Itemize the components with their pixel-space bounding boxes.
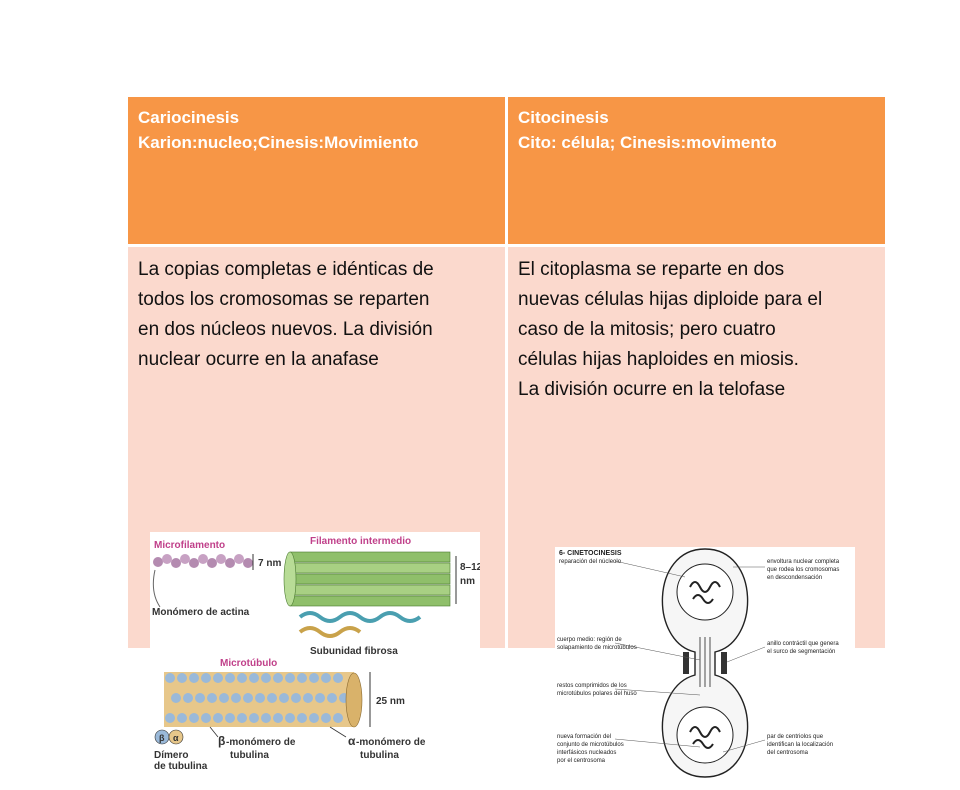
contractile-ring-left <box>683 652 689 674</box>
label-restos-1: restos comprimidos de los <box>557 683 627 689</box>
label-microtubulo: Microtúbulo <box>220 658 277 669</box>
cytokinesis-illustration: 6- CINETOCINESIS reparación del núcleolo <box>555 547 855 780</box>
body-right-line: El citoplasma se reparte en dos <box>518 259 785 280</box>
cytokinesis-figure: 6- CINETOCINESIS reparación del núcleolo <box>555 547 855 780</box>
dimer-alpha-symbol: α <box>173 733 179 743</box>
lower-nucleus <box>676 706 734 764</box>
label-8-12-unit: nm <box>460 576 475 587</box>
beta-symbol: β <box>218 734 225 748</box>
body-left-line: en dos núcleos nuevos. La división <box>138 319 433 340</box>
label-cuerpo-2: solapamiento de microtúbulos <box>557 645 637 651</box>
header-citocinesis: Citocinesis Cito: célula; Cinesis:movime… <box>508 97 885 244</box>
label-alpha-monomero: -monómero de <box>356 737 426 748</box>
cytoskeleton-figure: Microfilamento Monómero de actina 7 nm F… <box>150 532 483 772</box>
body-right-line: células hijas haploides en miosis. <box>518 349 799 370</box>
label-nueva-4: por el centrosoma <box>557 758 606 764</box>
header-cariocinesis-title: Cariocinesis <box>138 108 240 127</box>
header-citocinesis-etymology: Cito: célula; Cinesis:movimento <box>518 133 777 152</box>
header-citocinesis-title: Citocinesis <box>518 108 609 127</box>
label-filamento-intermedio: Filamento intermedio <box>310 536 411 547</box>
label-par-2: identifican la localización <box>767 742 833 748</box>
label-envoltura-3: en descondensación <box>767 575 822 581</box>
label-par-3: del centrosoma <box>767 750 809 756</box>
body-cariocinesis: La copias completas e idénticas de todos… <box>128 247 505 772</box>
label-nueva-3: interfásicos nucleados <box>557 750 616 756</box>
label-dimero: Dímero <box>154 750 188 761</box>
label-8-12: 8–12 <box>460 562 480 573</box>
label-monomero-actina: Monómero de actina <box>152 607 250 618</box>
dimer-beta-symbol: β <box>159 733 165 743</box>
intermediate-filament-bundle <box>283 551 451 607</box>
body-right-line: caso de la mitosis; pero cuatro <box>518 319 776 340</box>
label-beta-monomero: -monómero de <box>226 737 296 748</box>
label-anillo-2: el surco de segmentación <box>767 649 835 655</box>
alpha-symbol: α <box>348 734 356 748</box>
body-right-line: La división ocurre en la telofase <box>518 379 786 400</box>
header-cariocinesis-etymology: Karion:nucleo;Cinesis:Movimiento <box>138 133 419 152</box>
label-cinetocinesis-title: 6- CINETOCINESIS <box>559 550 622 557</box>
label-par-1: par de centriolos que <box>767 734 824 740</box>
label-25nm: 25 nm <box>376 696 405 707</box>
microfilament-beads <box>153 554 253 568</box>
label-envoltura-2: que rodea los cromosomas <box>767 567 839 573</box>
label-envoltura-1: envoltura nuclear completa <box>767 559 840 565</box>
label-dimero-tubulina: de tubulina <box>154 761 208 772</box>
label-subunidad-fibrosa: Subunidad fibrosa <box>310 646 398 657</box>
cytoskeleton-illustration: Microfilamento Monómero de actina 7 nm F… <box>150 532 483 772</box>
body-left-line: La copias completas e idénticas de <box>138 259 434 280</box>
label-microfilamento: Microfilamento <box>154 540 225 551</box>
body-citocinesis: El citoplasma se reparte en dos nuevas c… <box>508 247 885 780</box>
label-beta-tubulina: tubulina <box>230 750 269 761</box>
label-anillo-1: anillo contráctil que genera <box>767 641 839 647</box>
label-reparacion: reparación del núcleolo <box>559 559 622 565</box>
header-cariocinesis: Cariocinesis Karion:nucleo;Cinesis:Movim… <box>128 97 505 244</box>
microtubule-cylinder <box>164 672 363 728</box>
label-nueva-1: nueva formación del <box>557 734 611 740</box>
label-alpha-tubulina: tubulina <box>360 750 399 761</box>
body-right-line: nuevas células hijas diploide para el <box>518 289 823 310</box>
label-cuerpo-1: cuerpo medio: región de <box>557 637 622 643</box>
body-left-line: todos los cromosomas se reparten <box>138 289 430 310</box>
label-7nm: 7 nm <box>258 558 281 569</box>
contractile-ring-right <box>721 652 727 674</box>
comparison-table: Cariocinesis Karion:nucleo;Cinesis:Movim… <box>128 97 885 780</box>
label-nueva-2: conjunto de microtúbulos <box>557 742 624 748</box>
label-restos-2: microtúbulos polares del huso <box>557 691 637 697</box>
body-left-line: nuclear ocurre en la anafase <box>138 349 379 370</box>
